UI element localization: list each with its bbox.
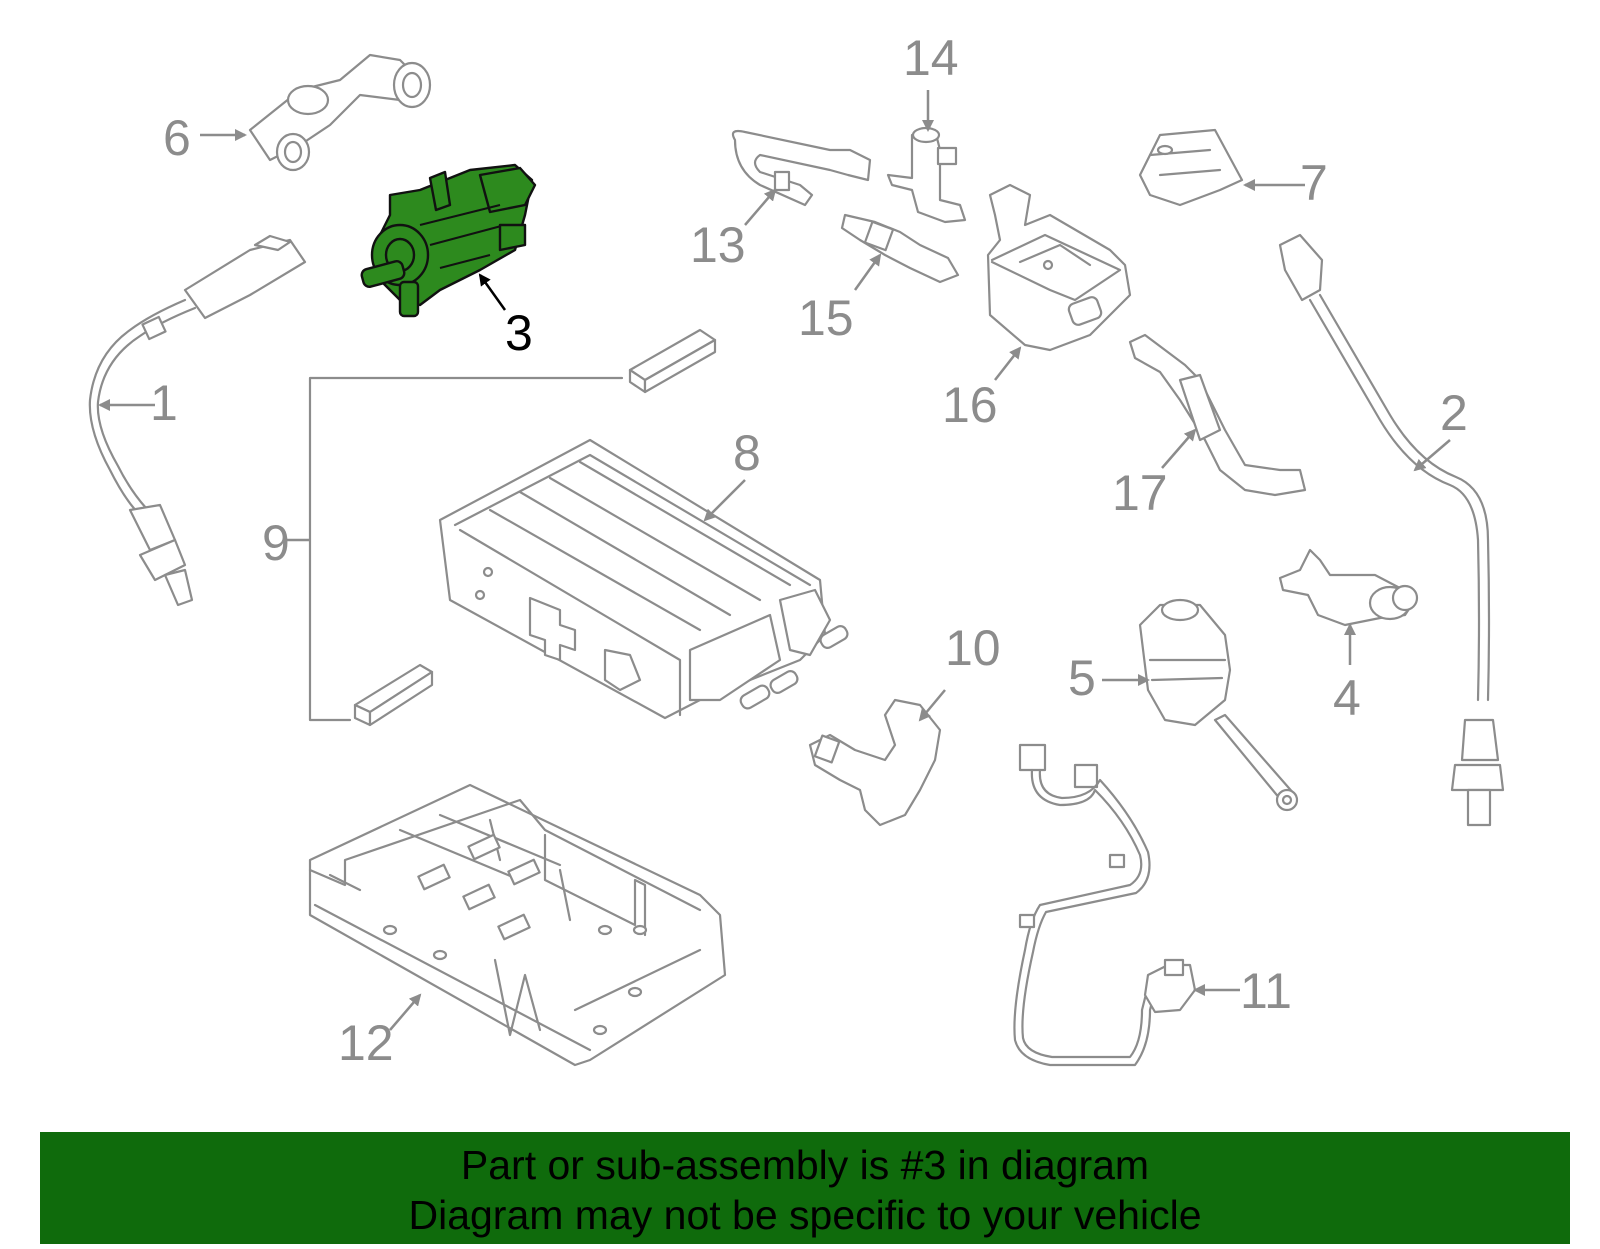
banner-line-2: Diagram may not be specific to your vehi… [408,1192,1202,1238]
callout-17: 17 [1112,465,1168,521]
part-1-oxygen-sensor[interactable] [88,234,307,607]
callout-10: 10 [945,620,1001,676]
callout-12: 12 [338,1015,394,1071]
callout-15: 15 [798,290,854,346]
part-12-tray[interactable] [308,783,727,1067]
part-13-hose[interactable] [731,129,872,207]
callout-14: 14 [903,30,959,86]
callout-6: 6 [163,110,191,166]
part-9-filter-pads[interactable] [308,328,717,727]
callout-4: 4 [1333,670,1361,726]
part-2-oxygen-sensor[interactable] [1278,233,1505,827]
part-11-wire-harness[interactable] [1013,743,1197,1067]
leader-lines [98,90,1451,1031]
callout-1: 1 [150,375,178,431]
callout-8: 8 [733,425,761,481]
part-17-hose[interactable] [1128,333,1307,497]
part-14-vent-valve[interactable] [886,126,967,224]
part-8-charcoal-canister[interactable] [438,438,850,720]
part-3-purge-valve[interactable] [360,163,537,318]
callout-numbers: 1 2 3 4 5 6 7 8 9 10 11 12 13 14 15 16 1… [150,30,1468,1071]
part-16-bracket[interactable] [986,183,1132,352]
callout-7: 7 [1300,155,1328,211]
callout-9: 9 [262,515,290,571]
info-banner: Part or sub-assembly is #3 in diagram Di… [40,1132,1570,1244]
part-6-elbow-hose[interactable] [248,53,432,172]
callout-16: 16 [942,377,998,433]
callout-13: 13 [690,217,746,273]
callout-5: 5 [1068,650,1096,706]
part-10-hose[interactable] [808,698,942,827]
part-5-actuator[interactable] [1138,598,1299,812]
callout-11: 11 [1240,963,1292,1019]
callout-3: 3 [505,305,533,361]
banner-line-1: Part or sub-assembly is #3 in diagram [460,1142,1150,1188]
part-4-solenoid[interactable] [1278,548,1419,627]
part-7-pressure-sensor[interactable] [1138,128,1244,207]
callout-2: 2 [1440,385,1468,441]
part-15-connector[interactable] [840,213,960,284]
